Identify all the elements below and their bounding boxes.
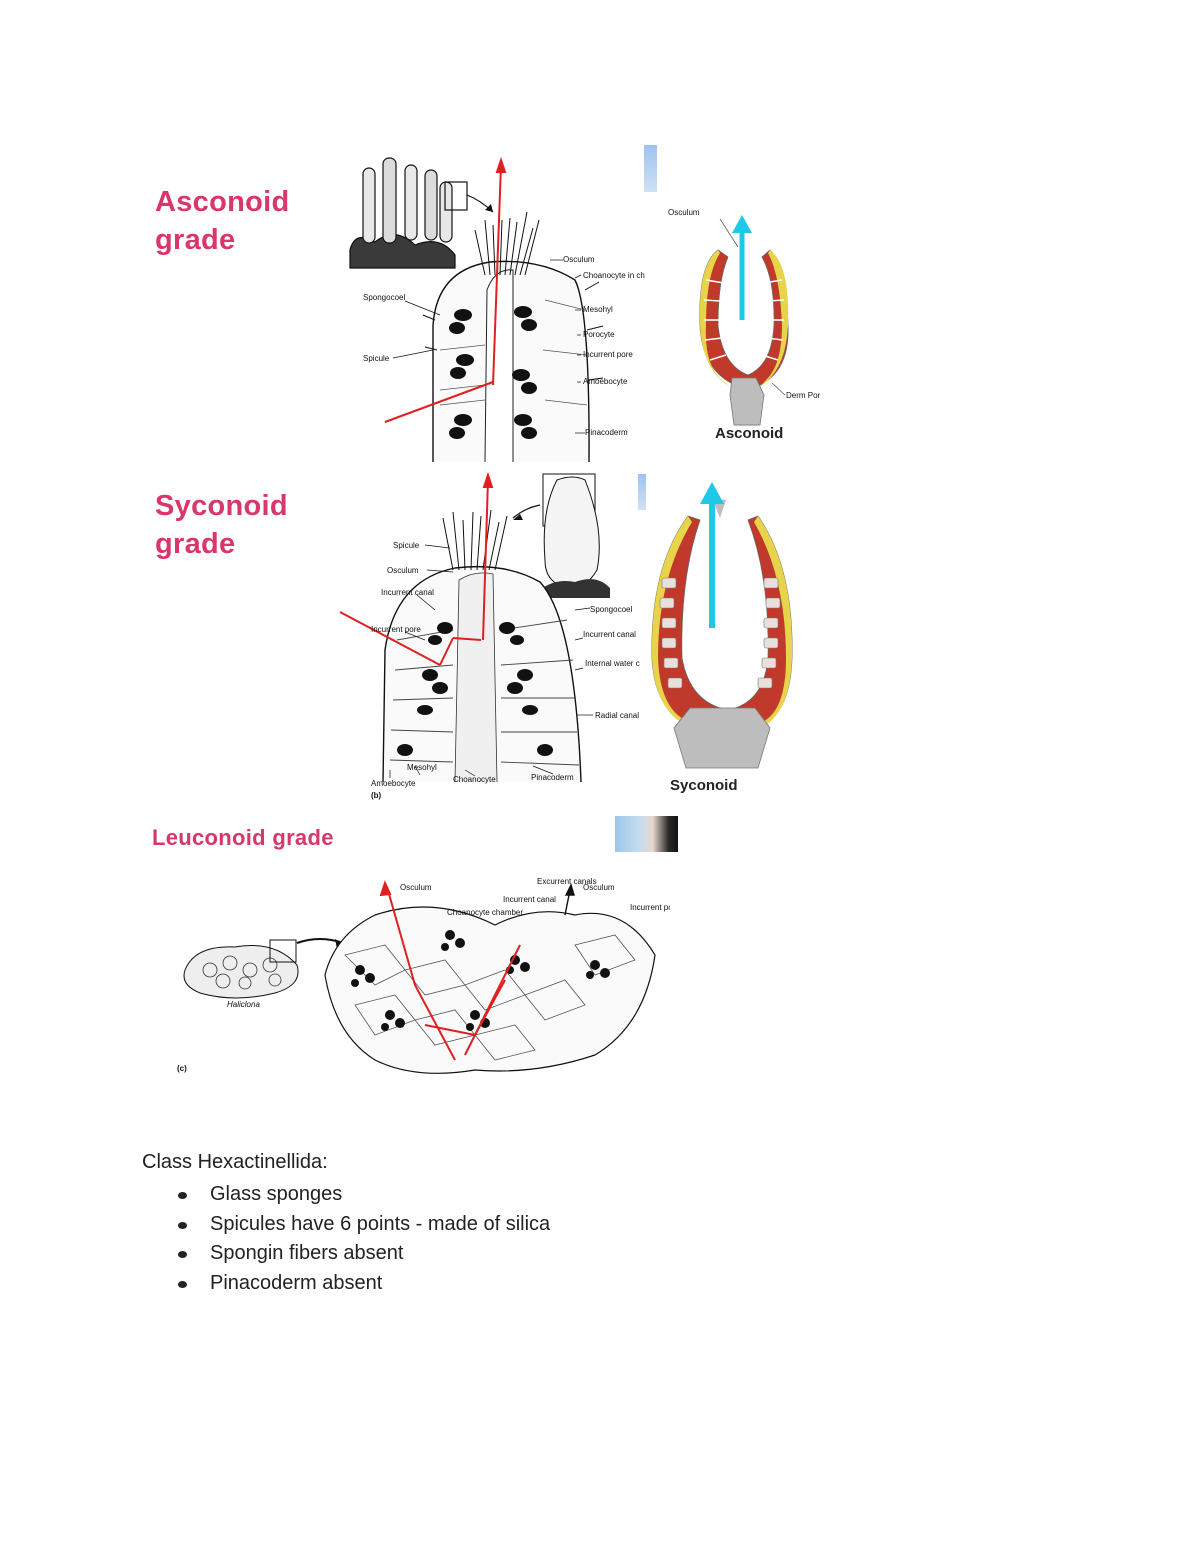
label-incurrent-pore: Incurrent pore bbox=[630, 903, 670, 912]
webcam-thumbnail bbox=[615, 816, 678, 852]
asconoid-schematic: Osculum Derm Pore Asconoid bbox=[660, 195, 820, 445]
syconoid-title: Syconoid grade bbox=[155, 490, 288, 560]
asconoid-caption: Asconoid bbox=[715, 425, 783, 442]
list-item-text: Glass sponges bbox=[210, 1183, 343, 1205]
label-pinacoderm: Pinacoderm bbox=[585, 428, 628, 437]
leuconoid-title: Leuconoid grade bbox=[152, 825, 334, 850]
label-radial-canal: Radial canal bbox=[595, 711, 639, 720]
label-choanocyte: Choanocyte bbox=[453, 775, 496, 784]
label-incurrent-pore: Incurrent pore bbox=[371, 625, 421, 634]
vase-sponge-icon bbox=[540, 473, 610, 598]
bullet-icon bbox=[178, 1280, 187, 1288]
list-item-text: Pinacoderm absent bbox=[210, 1271, 383, 1294]
label-porocyte: Porocyte bbox=[583, 330, 615, 339]
label-mesohyl: Mesohyl bbox=[583, 305, 613, 314]
bullet-icon bbox=[178, 1221, 187, 1229]
asconoid-title: Asconoid grade bbox=[155, 186, 290, 256]
list-item-text: Spicules have 6 points - made of silica bbox=[210, 1212, 551, 1235]
label-incurrent-canal-right: Incurrent canal bbox=[583, 630, 636, 639]
syconoid-diagram: Spicule Osculum Incurrent canal Incurren… bbox=[335, 470, 640, 805]
panel-label: (c) bbox=[177, 1064, 187, 1073]
label-osculum: Osculum bbox=[668, 208, 700, 217]
capture-strip bbox=[644, 145, 657, 192]
label-spicule: Spicule bbox=[363, 354, 390, 363]
list-item-text: Spongin fibers absent bbox=[210, 1242, 404, 1264]
leuconoid-diagram: Osculum Excurrent canals Osculum Incurre… bbox=[175, 875, 670, 1080]
label-osculum: Osculum bbox=[563, 255, 595, 264]
label-osculum: Osculum bbox=[387, 566, 419, 575]
label-internal-water-canal: Internal water canal bbox=[585, 659, 640, 668]
label-dermal-pore: Derm Pore bbox=[786, 391, 820, 400]
label-excurrent-canals: Excurrent canals bbox=[537, 877, 597, 886]
label-spongocoel: Spongocoel bbox=[590, 605, 632, 614]
syconoid-caption: Syconoid bbox=[670, 777, 738, 794]
label-pinacoderm: Pinacoderm bbox=[531, 773, 574, 782]
label-spicule: Spicule bbox=[393, 541, 420, 550]
label-haliclona: Haliclona bbox=[227, 1000, 260, 1009]
label-mesohyl: Mesohyl bbox=[407, 763, 437, 772]
notes-list: Glass sponges Spicules have 6 points - m… bbox=[142, 1180, 550, 1298]
label-amoebocyte: Amoebocyte bbox=[583, 377, 628, 386]
label-incurrent-canal: Incurrent canal bbox=[381, 588, 434, 597]
syconoid-schematic: Syconoid bbox=[640, 478, 800, 798]
panel-label: (b) bbox=[371, 791, 382, 800]
list-item: Spicules have 6 points - made of silica bbox=[178, 1210, 550, 1240]
capture-strip bbox=[638, 474, 646, 510]
label-incurrent-canal: Incurrent canal bbox=[503, 895, 556, 904]
list-item: Spongin fibers absent bbox=[178, 1239, 550, 1269]
label-amoebocyte: Amoebocyte bbox=[371, 779, 416, 788]
bullet-icon bbox=[178, 1251, 187, 1258]
sponge-colony-icon bbox=[349, 157, 468, 269]
label-choanocyte-chamber: Choanocyte chamber bbox=[447, 908, 523, 917]
bullet-icon bbox=[178, 1192, 187, 1199]
haliclona-colony-icon bbox=[183, 939, 299, 999]
notes-heading: Class Hexactinellida: bbox=[142, 1151, 328, 1173]
list-item: Pinacoderm absent bbox=[178, 1269, 550, 1299]
label-osculum-left: Osculum bbox=[400, 883, 432, 892]
label-osculum-right: Osculum bbox=[583, 883, 615, 892]
label-spongocoel: Spongocoel bbox=[363, 293, 405, 302]
asconoid-diagram: Osculum Choanocyte in choanoderm Mesohyl… bbox=[345, 150, 645, 462]
label-choanocyte: Choanocyte in choanoderm bbox=[583, 271, 645, 280]
notes-section: Class Hexactinellida: Glass sponges Spic… bbox=[142, 1148, 550, 1298]
list-item: Glass sponges bbox=[178, 1180, 550, 1210]
label-incurrent-pore: Incurrent pore bbox=[583, 350, 633, 359]
